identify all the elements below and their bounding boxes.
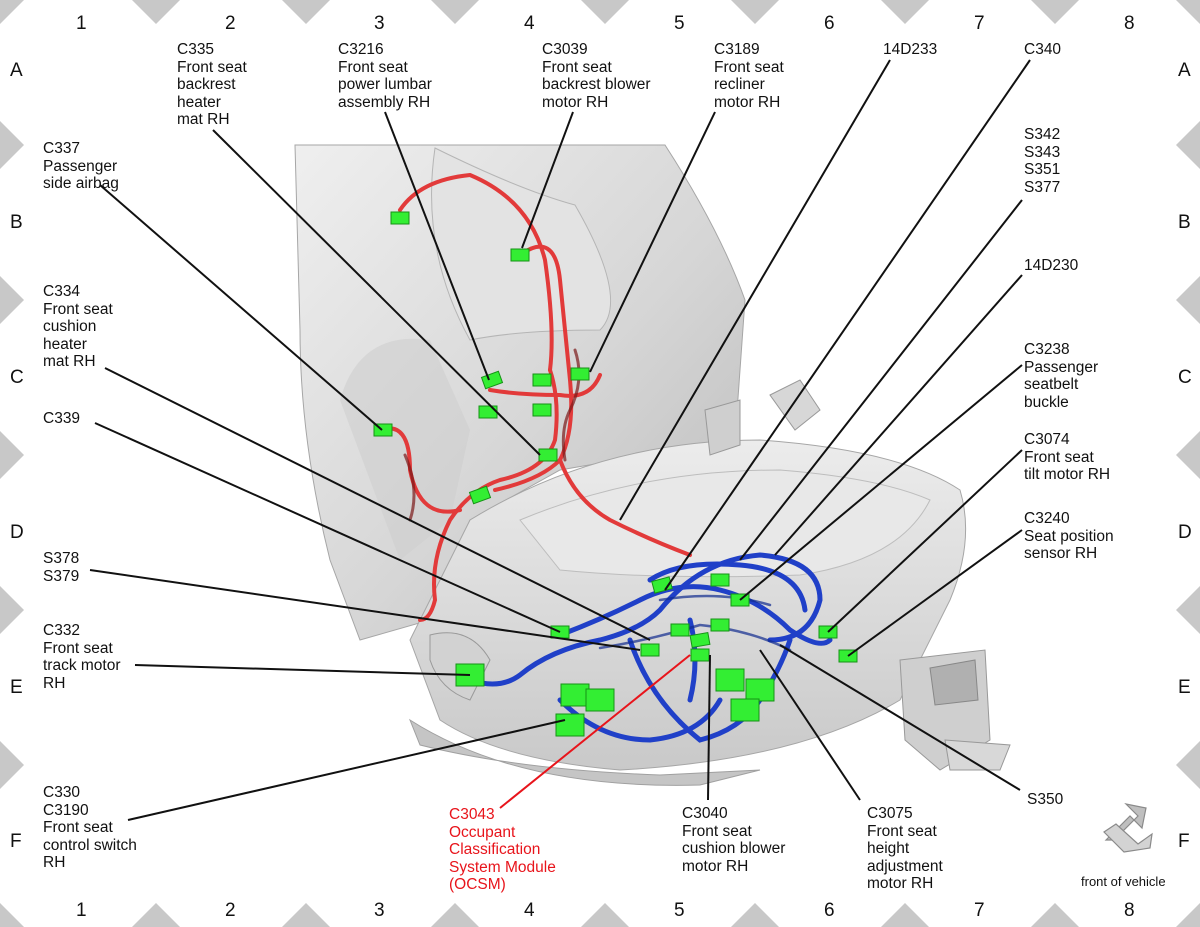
- grid-row-right-E: E: [1178, 677, 1191, 698]
- callout-c3039: C3039 Front seat backrest blower motor R…: [542, 41, 651, 111]
- leader-c335: [212, 129, 541, 456]
- grid-row-left-B: B: [10, 212, 23, 233]
- callout-c330: C330 C3190 Front seat control switch RH: [43, 784, 137, 871]
- grid-row-right-C: C: [1178, 367, 1192, 388]
- grid-row-left-F: F: [10, 831, 22, 852]
- grid-col-top-3: 3: [374, 13, 385, 34]
- connector-block: [730, 698, 760, 722]
- connector-block: [690, 648, 710, 662]
- callout-c340: C340: [1024, 41, 1062, 58]
- callout-c334: C334 Front seat cushion heater mat RH: [43, 283, 113, 370]
- callout-c3189: C3189 Front seat recliner motor RH: [714, 41, 784, 111]
- leader-c3043: [499, 654, 691, 809]
- connector-block: [670, 623, 690, 637]
- grid-row-right-A: A: [1178, 60, 1191, 81]
- grid-col-top-4: 4: [524, 13, 535, 34]
- leader-s378: [89, 569, 641, 651]
- leader-c334: [104, 367, 651, 641]
- callout-c3074: C3074 Front seat tilt motor RH: [1024, 431, 1111, 483]
- callout-c3075: C3075 Front seat height adjustment motor…: [867, 805, 943, 892]
- grid-row-right-D: D: [1178, 522, 1192, 543]
- grid-col-top-5: 5: [674, 13, 685, 34]
- grid-row-right-F: F: [1178, 831, 1190, 852]
- callout-c3040: C3040 Front seat cushion blower motor RH: [682, 805, 786, 875]
- grid-col-bottom-1: 1: [76, 900, 87, 921]
- callout-c3238: C3238 Passenger seatbelt buckle: [1024, 341, 1099, 411]
- grid-col-bottom-8: 8: [1124, 900, 1135, 921]
- leader-c332: [134, 664, 471, 676]
- connector-block: [390, 211, 410, 225]
- grid-col-bottom-3: 3: [374, 900, 385, 921]
- connector-block: [532, 403, 552, 417]
- callout-c3216: C3216 Front seat power lumbar assembly R…: [338, 41, 432, 111]
- grid-col-bottom-7: 7: [974, 900, 985, 921]
- callout-c332: C332 Front seat track motor RH: [43, 622, 121, 692]
- leader-14d230: [774, 274, 1023, 556]
- grid-col-top-1: 1: [76, 13, 87, 34]
- connector-block: [538, 448, 558, 462]
- connector-block: [585, 688, 615, 712]
- callout-c3043: C3043 Occupant Classification System Mod…: [449, 806, 556, 893]
- leader-c3238: [739, 364, 1023, 601]
- connector-block: [640, 643, 660, 657]
- leader-c337: [99, 184, 383, 431]
- orientation-label: front of vehicle: [1081, 874, 1166, 889]
- leader-s350: [779, 644, 1021, 791]
- leader-c3074: [827, 449, 1023, 633]
- grid-col-top-6: 6: [824, 13, 835, 34]
- callout-14d230: 14D230: [1024, 257, 1079, 274]
- connector-block: [745, 678, 775, 702]
- leader-14d233: [619, 59, 891, 521]
- callout-c3240: C3240 Seat position sensor RH: [1024, 510, 1114, 562]
- callout-c335: C335 Front seat backrest heater mat RH: [177, 41, 247, 128]
- callout-c337: C337 Passenger side airbag: [43, 140, 119, 192]
- grid-col-top-2: 2: [225, 13, 236, 34]
- connector-block: [478, 405, 498, 419]
- connector-block: [710, 573, 730, 587]
- callout-14d233: 14D233: [883, 41, 938, 58]
- leader-lines: [89, 59, 1031, 821]
- callout-s350: S350: [1027, 791, 1064, 808]
- grid-row-left-D: D: [10, 522, 24, 543]
- grid-row-left-E: E: [10, 677, 23, 698]
- grid-row-left-C: C: [10, 367, 24, 388]
- callout-s342: S342 S343 S351 S377: [1024, 126, 1061, 196]
- connector-block: [710, 618, 730, 632]
- grid-col-top-8: 8: [1124, 13, 1135, 34]
- leader-c3240: [847, 529, 1023, 657]
- grid-col-bottom-2: 2: [225, 900, 236, 921]
- grid-col-bottom-5: 5: [674, 900, 685, 921]
- leader-c3216: [384, 111, 490, 381]
- connector-block: [555, 713, 585, 737]
- callout-c339: C339: [43, 410, 81, 427]
- leader-c340: [664, 59, 1031, 591]
- leader-c3075: [759, 649, 861, 801]
- connector-block: [570, 367, 590, 381]
- leader-s342: [739, 199, 1023, 561]
- grid-col-top-7: 7: [974, 13, 985, 34]
- connector-block: [560, 683, 590, 707]
- grid-col-bottom-6: 6: [824, 900, 835, 921]
- arrow-down-right-icon: [1103, 803, 1153, 853]
- leader-c3040: [707, 654, 711, 801]
- connector-block: [689, 631, 711, 649]
- grid-col-bottom-4: 4: [524, 900, 535, 921]
- connector-block: [510, 248, 530, 262]
- callout-s378: S378 S379: [43, 550, 80, 585]
- leader-c339: [94, 422, 561, 633]
- leader-c3039: [521, 111, 574, 249]
- connector-block: [715, 668, 745, 692]
- leader-c330: [127, 719, 566, 821]
- connector-block: [532, 373, 552, 387]
- connector-block: [468, 485, 492, 505]
- grid-row-right-B: B: [1178, 212, 1191, 233]
- leader-c3189: [589, 111, 716, 373]
- grid-row-left-A: A: [10, 60, 23, 81]
